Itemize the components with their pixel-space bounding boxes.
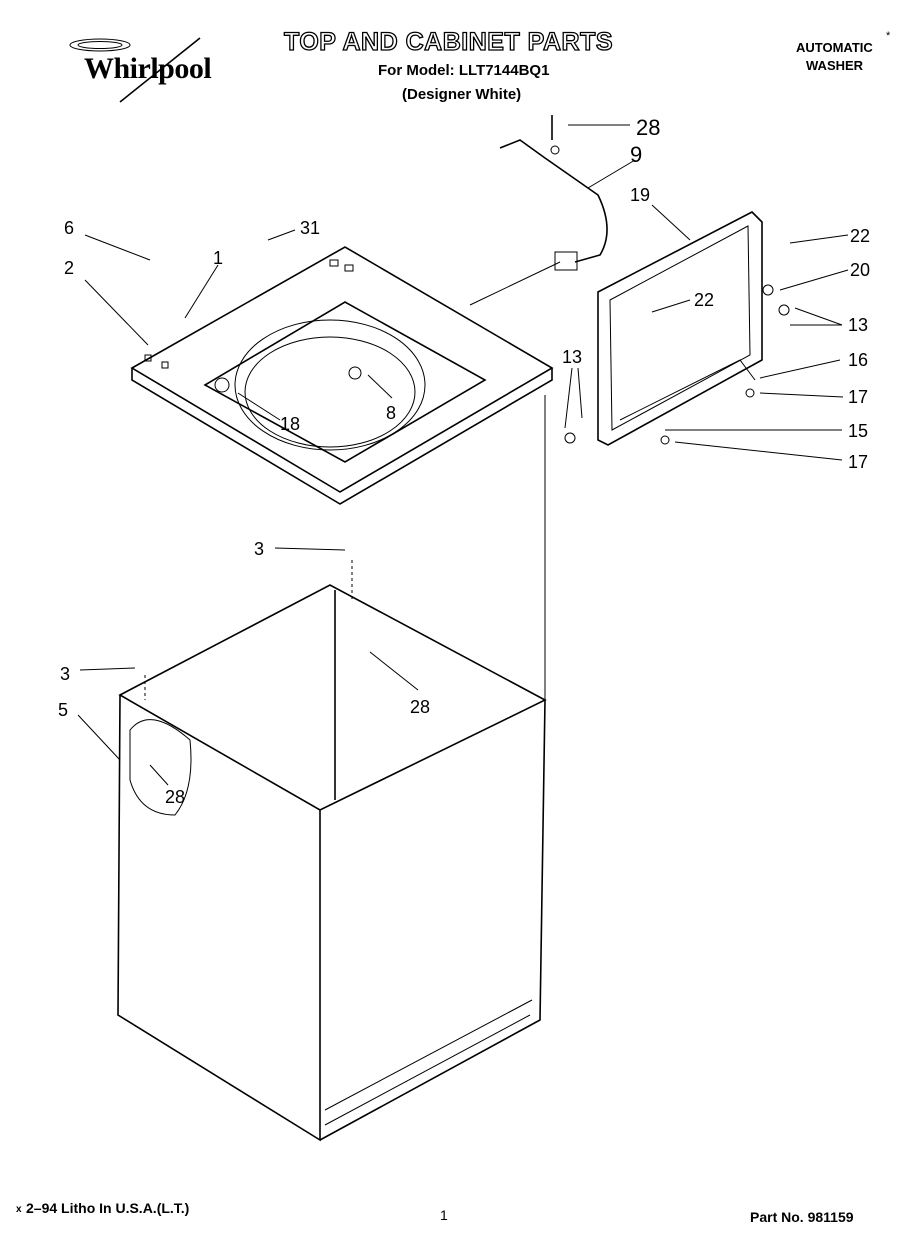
callout-28-inset: 28	[165, 787, 186, 807]
callout-28-top: 28	[636, 115, 661, 140]
callout-31: 31	[300, 218, 321, 238]
callout-9: 9	[630, 142, 643, 167]
callout-22-right: 22	[850, 226, 871, 246]
callout-3-upper: 3	[254, 539, 265, 559]
model-line: For Model: LLT7144BQ1	[378, 62, 550, 79]
callout-6: 6	[64, 218, 75, 238]
page-number: 1	[440, 1207, 448, 1223]
callout-5: 5	[58, 700, 69, 720]
brand-logo-text: Whirlpool	[84, 52, 212, 85]
appliance-type-line-1: AUTOMATIC	[796, 40, 873, 55]
callout-1: 1	[213, 248, 224, 268]
callout-17-lower: 17	[848, 452, 869, 472]
footer-marker: x	[16, 1204, 22, 1215]
console-frame	[564, 211, 790, 446]
whirlpool-logo-swoosh	[69, 37, 201, 103]
callout-28-cabinet: 28	[410, 697, 431, 717]
lid-switch-harness	[469, 115, 608, 306]
callout-3-lower: 3	[60, 664, 71, 684]
asterisk-mark: *	[886, 30, 891, 42]
callout-18: 18	[280, 414, 301, 434]
callout-17-upper: 17	[848, 387, 869, 407]
callout-13-right: 13	[848, 315, 869, 335]
top-panel	[130, 246, 554, 505]
callout-2: 2	[64, 258, 75, 278]
leader-lines	[77, 124, 849, 786]
callout-22-inner: 22	[694, 290, 715, 310]
page-title: TOP AND CABINET PARTS	[283, 27, 614, 56]
finish-line: (Designer White)	[402, 86, 522, 103]
appliance-type-line-2: WASHER	[806, 58, 864, 73]
cabinet	[117, 395, 547, 1142]
part-number: Part No. 981159	[750, 1209, 854, 1225]
callout-16: 16	[848, 350, 869, 370]
callout-8: 8	[386, 403, 397, 423]
callout-15: 15	[848, 421, 869, 441]
callout-20: 20	[850, 260, 871, 280]
callout-13-left: 13	[562, 347, 583, 367]
litho-line: 2–94 Litho In U.S.A.(L.T.)	[26, 1200, 190, 1216]
callout-19: 19	[630, 185, 651, 205]
